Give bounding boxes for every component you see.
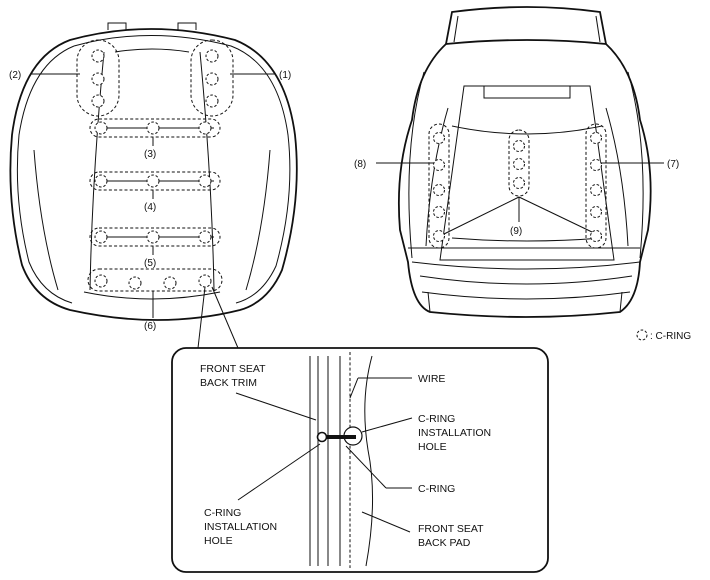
callout-2: (2) — [9, 70, 21, 81]
label-c-ring: C-RING — [418, 483, 455, 495]
callout-1: (1) — [279, 70, 291, 81]
callout-4: (4) — [144, 202, 156, 213]
front-seat-back-front-view — [9, 22, 298, 321]
label-wire: WIRE — [418, 373, 445, 385]
label-c-ring-installation-hole-right: C-RING INSTALLATION HOLE — [418, 413, 494, 453]
c-ring-detail-box — [171, 347, 549, 573]
c-ring-end — [316, 431, 328, 443]
callout-8: (8) — [354, 159, 366, 170]
label-front-seat-back-trim: FRONT SEAT BACK TRIM — [200, 363, 268, 389]
callout-7: (7) — [667, 159, 679, 170]
c-ring-legend-icon — [636, 329, 648, 341]
label-front-seat-back-pad: FRONT SEAT BACK PAD — [418, 523, 486, 549]
callout-5: (5) — [144, 258, 156, 269]
c-ring-legend-label: : C-RING — [650, 331, 691, 342]
front-seat-back-rear-view — [376, 6, 664, 318]
detail-connector — [197, 286, 239, 349]
label-c-ring-installation-hole-left: C-RING INSTALLATION HOLE — [204, 507, 280, 547]
callout-3: (3) — [144, 149, 156, 160]
callout-6: (6) — [144, 321, 156, 332]
callout-9: (9) — [510, 226, 522, 237]
